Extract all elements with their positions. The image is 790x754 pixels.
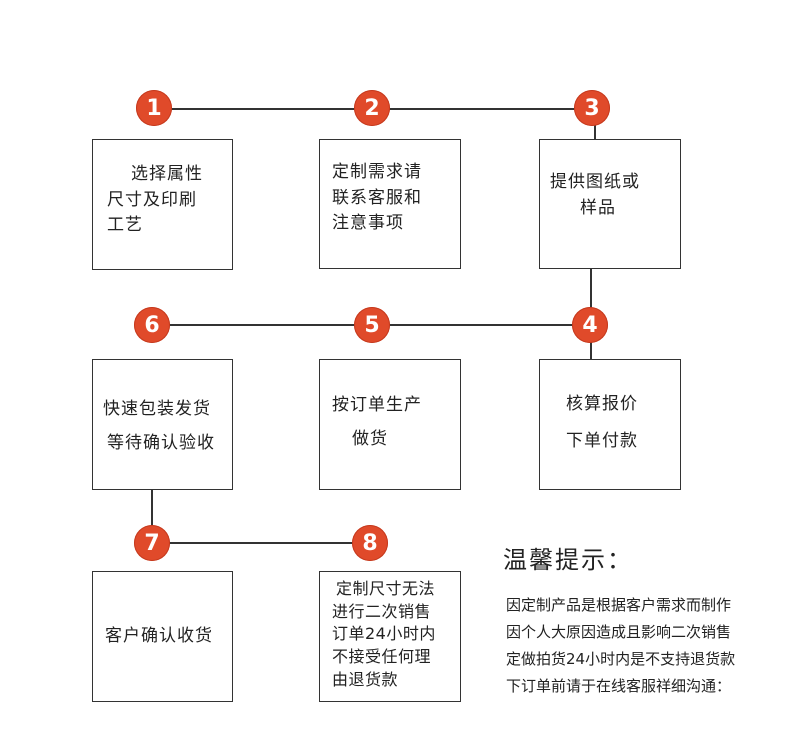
step-text: 定制尺寸无法	[336, 579, 436, 598]
step-text: 客户确认收货	[105, 626, 213, 646]
step-number: 2	[364, 95, 380, 121]
step-badge-6: 6	[134, 307, 170, 343]
step-text: 样品	[580, 197, 616, 218]
step-number: 1	[146, 95, 162, 121]
step-box-3: 提供图纸或 样品	[539, 139, 681, 269]
note-line: 下订单前请于在线客服祥细沟通：	[506, 677, 732, 695]
step-box-7: 客户确认收货	[92, 571, 233, 702]
note-title: 温馨提示：	[503, 546, 633, 574]
connector-6-7	[151, 488, 153, 544]
step-number: 8	[362, 530, 378, 556]
step-text: 做货	[352, 429, 388, 449]
connector-4-5	[372, 324, 590, 326]
step-badge-2: 2	[354, 90, 390, 126]
step-box-6: 快速包装发货 等待确认验收	[92, 359, 233, 490]
step-text: 核算报价	[566, 394, 638, 414]
note-line: 因定制产品是根据客户需求而制作	[506, 596, 732, 614]
note-line: 定做拍货24小时内是不支持退货款	[506, 650, 736, 668]
step-number: 7	[144, 530, 160, 556]
step-text: 下单付款	[566, 431, 638, 452]
step-text: 快速包装发货	[103, 399, 211, 419]
step-text: 尺寸及印刷	[107, 189, 197, 210]
step-box-5: 按订单生产 做货	[319, 359, 461, 490]
step-box-8: 定制尺寸无法 进行二次销售 订单24小时内 不接受任何理 由退货款	[319, 571, 461, 702]
step-number: 4	[582, 312, 598, 338]
step-text: 由退货款	[332, 669, 399, 689]
step-text: 注意事项	[332, 213, 404, 233]
step-number: 5	[364, 312, 380, 338]
connector-2-3	[372, 108, 590, 110]
step-box-1: 选择属性 尺寸及印刷 工艺	[92, 139, 233, 270]
step-text: 订单24小时内	[332, 624, 436, 644]
connector-7-8	[152, 542, 370, 544]
step-text: 按订单生产	[332, 395, 422, 415]
step-box-2: 定制需求请 联系客服和 注意事项	[319, 139, 461, 269]
step-text: 进行二次销售	[332, 601, 432, 621]
step-badge-7: 7	[134, 525, 170, 561]
connector-5-6	[152, 324, 372, 326]
step-number: 3	[584, 95, 600, 121]
note-body: 因定制产品是根据客户需求而制作 因个人大原因造成且影响二次销售 定做拍货24小时…	[506, 592, 735, 700]
step-text: 提供图纸或	[550, 172, 640, 192]
step-box-4: 核算报价 下单付款	[539, 359, 681, 490]
step-text: 等待确认验收	[107, 433, 215, 453]
note-line: 因个人大原因造成且影响二次销售	[506, 623, 732, 641]
step-badge-4: 4	[572, 307, 608, 343]
step-badge-5: 5	[354, 307, 390, 343]
step-badge-8: 8	[352, 525, 388, 561]
step-text: 定制需求请	[332, 162, 422, 182]
connector-1-2	[154, 108, 372, 110]
step-badge-1: 1	[136, 90, 172, 126]
step-text: 联系客服和	[332, 187, 422, 208]
step-number: 6	[144, 312, 160, 338]
step-text: 选择属性	[131, 164, 203, 184]
step-text: 不接受任何理	[332, 647, 432, 667]
step-text: 工艺	[107, 215, 143, 235]
step-badge-3: 3	[574, 90, 610, 126]
connector-3-4	[590, 268, 592, 326]
